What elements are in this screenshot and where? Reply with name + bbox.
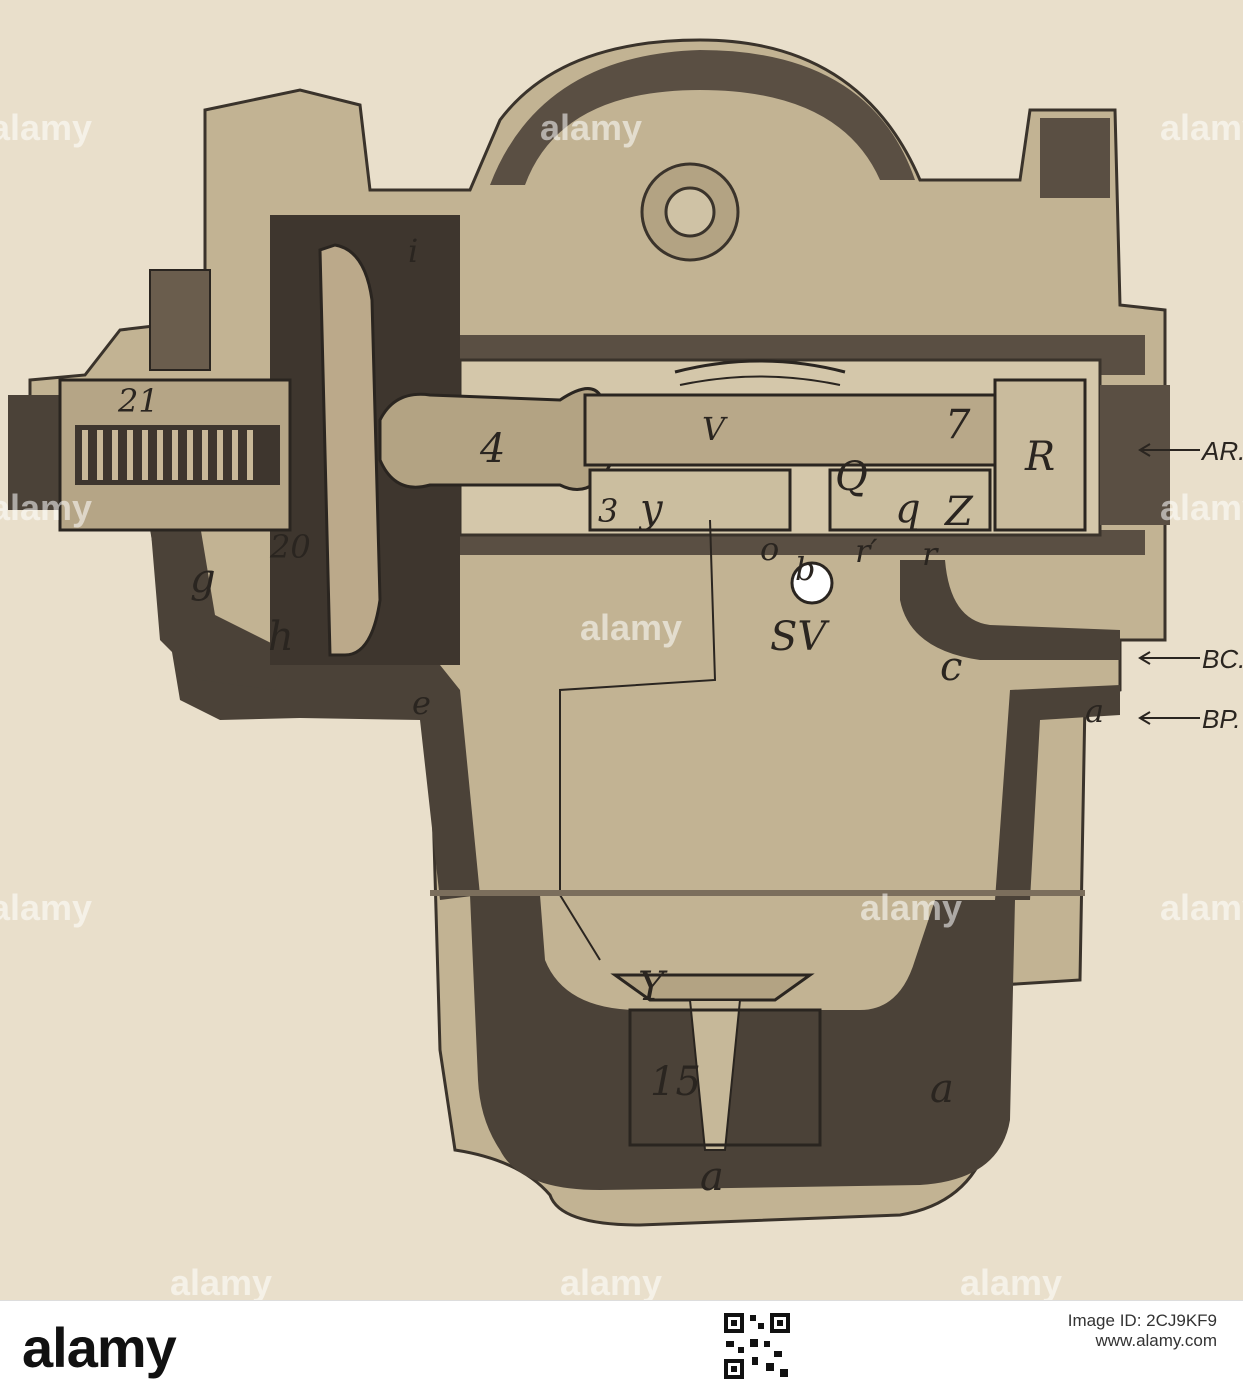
- label-20: 20: [269, 528, 311, 566]
- sv-port: [790, 561, 834, 605]
- check-valve: [430, 890, 1085, 1151]
- label-R: R: [1024, 434, 1055, 480]
- port-AR: [1100, 385, 1170, 525]
- site-url[interactable]: www.alamy.com: [1095, 1331, 1217, 1350]
- passage-c: [900, 560, 1120, 660]
- label-a-right: a: [1085, 692, 1104, 730]
- watermark-text: alamy: [1160, 487, 1243, 528]
- brand-logo[interactable]: alamy: [22, 1316, 177, 1379]
- pointer-arrows: [1138, 443, 1200, 725]
- slide-valve: [583, 393, 1017, 467]
- check-valve-stem: [688, 999, 742, 1151]
- check-valve-disc: [610, 973, 815, 1002]
- watermark-text: alamy: [0, 487, 92, 528]
- dome-shading: [490, 50, 915, 185]
- left-cap: [8, 269, 292, 532]
- watermark-text: alamy: [860, 887, 962, 928]
- passage-bottom: [470, 895, 1015, 1190]
- arrow-BC: [1138, 651, 1200, 665]
- watermark-text: alamy: [0, 107, 92, 148]
- passages: [150, 520, 1120, 1190]
- label-Q: Q: [835, 454, 868, 500]
- label-BC: BC.: [1202, 644, 1243, 674]
- label-o: o: [760, 530, 779, 568]
- arrow-AR: [1138, 443, 1200, 457]
- label-3: 3: [598, 492, 618, 530]
- diaphragm-disc: [318, 243, 382, 657]
- arrow-BP: [1138, 711, 1200, 725]
- watermark-text: alamy: [540, 107, 642, 148]
- watermark-text: alamy: [560, 1262, 662, 1300]
- seat-block-q: [828, 468, 992, 532]
- label-SV: SV: [770, 614, 830, 660]
- passage-e: [170, 640, 480, 900]
- watermark-text: alamy: [170, 1262, 272, 1300]
- label-Y: Y: [638, 964, 668, 1010]
- right-upper-block: [1040, 118, 1110, 198]
- part-labels: i 21 20 g h 4 3 y V 7 Q q Z o b r′ r R S…: [117, 232, 1243, 1200]
- watermark-text: alamy: [0, 887, 92, 928]
- label-h: h: [268, 614, 294, 660]
- valve-cross-section-diagram: i 21 20 g h 4 3 y V 7 Q q Z o b r′ r R S…: [0, 38, 1243, 1300]
- watermark-text: alamy: [1160, 107, 1243, 148]
- stock-footer: alamy Image ID: 2CJ9KF9 www.alamy.com: [0, 1300, 1243, 1391]
- label-7: 7: [945, 402, 971, 448]
- seat-block-y: [588, 468, 792, 532]
- pivot-inner: [664, 186, 716, 238]
- qr-code-icon: [722, 1311, 792, 1381]
- stud-bolt: [149, 269, 211, 371]
- label-r-prime: r′: [855, 532, 878, 570]
- label-b: b: [795, 550, 815, 588]
- label-e: e: [412, 684, 431, 722]
- watermark-text: alamy: [1160, 887, 1243, 928]
- image-id-label: Image ID: 2CJ9KF9: [1067, 1311, 1217, 1330]
- passage-a-right: [995, 685, 1120, 900]
- spring-coils: [82, 430, 253, 480]
- piston-head-R: [993, 378, 1087, 532]
- label-21: 21: [117, 382, 159, 420]
- sv-passage-line: [559, 519, 717, 961]
- label-r: r: [922, 535, 939, 573]
- label-i: i: [408, 232, 418, 270]
- label-AR: AR.: [1200, 436, 1243, 466]
- label-4: 4: [479, 426, 505, 472]
- watermark-text: alamy: [580, 607, 682, 648]
- image-id-block: Image ID: 2CJ9KF9 www.alamy.com: [1068, 1311, 1217, 1351]
- watermark-text: alamy: [960, 1262, 1062, 1300]
- label-15: 15: [650, 1059, 701, 1105]
- label-BP: BP.: [1202, 704, 1241, 734]
- label-c: c: [940, 644, 962, 690]
- label-y: y: [638, 486, 664, 532]
- check-valve-cage: [628, 1008, 822, 1147]
- label-V: V: [702, 410, 728, 448]
- label-q: q: [895, 486, 921, 532]
- valve-bore: [270, 215, 1170, 961]
- passage-g: [150, 520, 285, 690]
- label-a-bottom: a: [700, 1154, 724, 1200]
- label-Z: Z: [943, 489, 974, 535]
- diagram-plate: i 21 20 g h 4 3 y V 7 Q q Z o b r′ r R S…: [0, 0, 1243, 1300]
- label-g: g: [190, 556, 216, 602]
- watermark-layer: alamy alamy alamy alamy alamy alamy alam…: [0, 107, 1243, 1300]
- label-a-mid: a: [930, 1066, 954, 1112]
- spring-upper: [679, 375, 841, 386]
- graduating-spring: [674, 359, 846, 374]
